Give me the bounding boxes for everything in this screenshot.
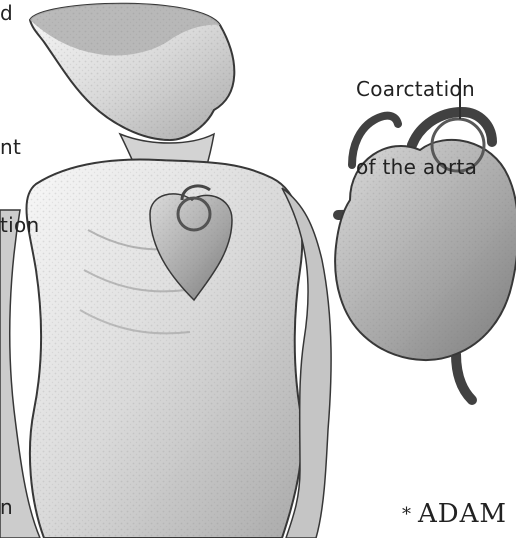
- mid-left-fragment-label: nt tion: [0, 82, 40, 290]
- top-left-fragment-label: d: [0, 0, 13, 26]
- mid-left-fragment-line-1: nt: [0, 134, 40, 160]
- mid-left-fragment-line-2: tion: [0, 212, 40, 238]
- coarctation-label-line-1: Coarctation: [356, 76, 477, 102]
- adam-logo: * ADAM: [402, 493, 514, 531]
- adam-logo-mark: *: [402, 504, 411, 525]
- adam-logo-text: ADAM: [417, 499, 507, 529]
- bottom-left-fragment-label: n: [0, 494, 13, 520]
- coarctation-label-line-2: of the aorta: [356, 154, 477, 180]
- boy-figure: [0, 4, 331, 538]
- coarctation-label: Coarctation of the aorta: [356, 24, 477, 232]
